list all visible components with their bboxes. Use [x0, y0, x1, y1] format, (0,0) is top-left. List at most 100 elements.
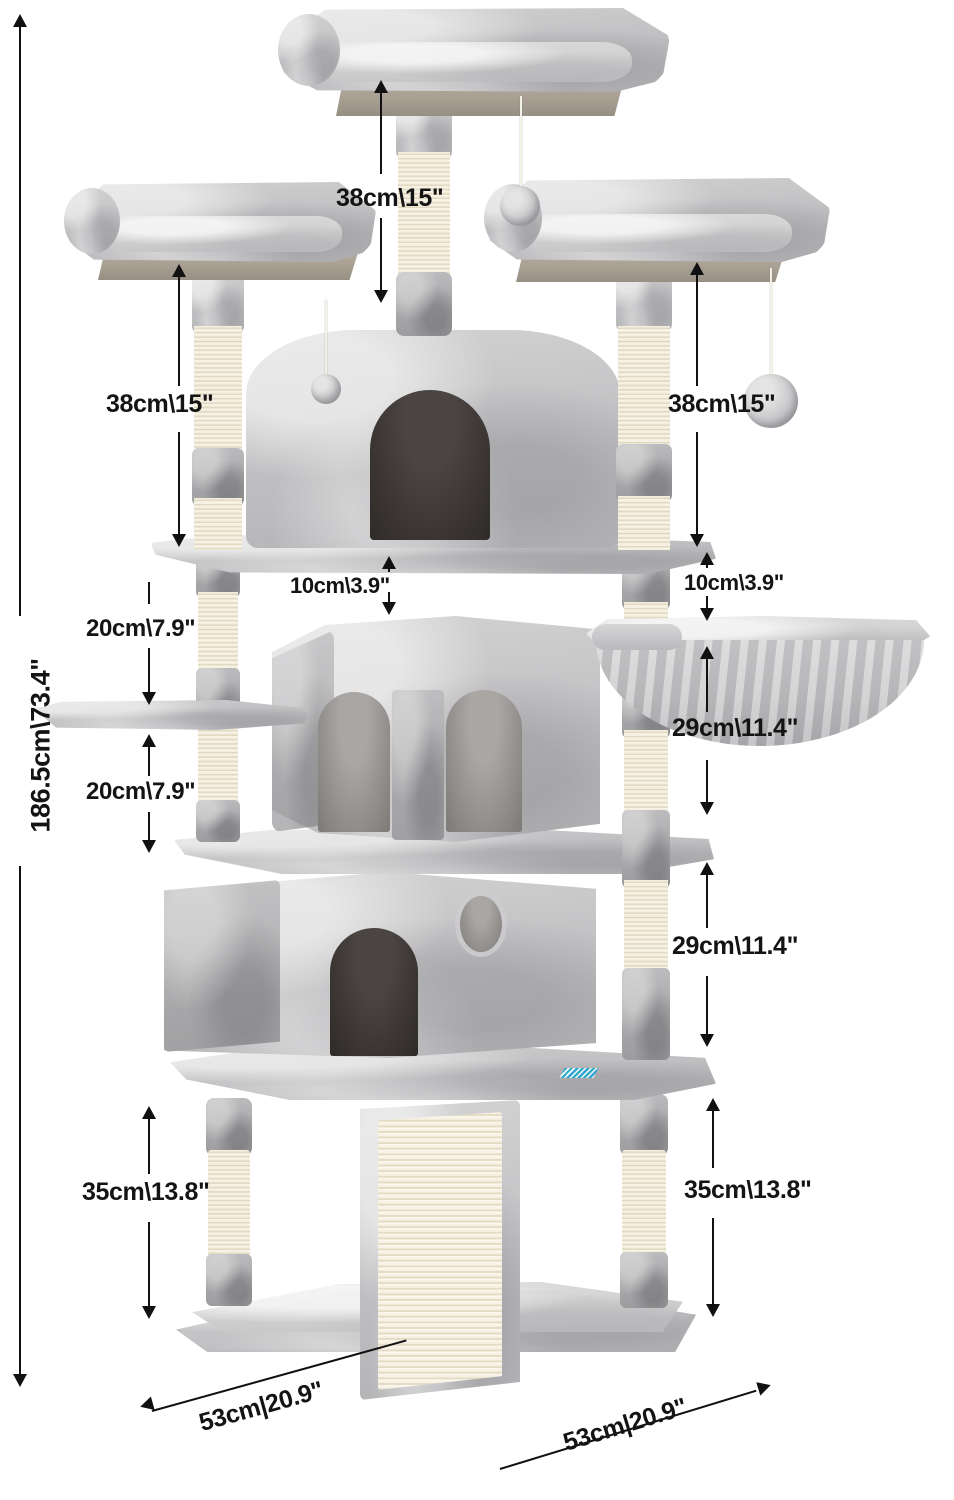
- base-post-left-line-upper: [148, 1118, 151, 1174]
- pompom-rope-top: [520, 96, 522, 190]
- total-height-arrow-top: [13, 14, 27, 27]
- left-perch-line-lower: [178, 432, 181, 536]
- hammock-height-label: 29cm\11.4": [672, 714, 799, 742]
- shelf-lower-arrow-down: [142, 840, 156, 853]
- mid-post-right-sleeve-low: [622, 968, 670, 1060]
- platform-left-line-bottom: [388, 592, 391, 604]
- base-post-left-line-lower: [148, 1222, 151, 1308]
- top-perch-line-lower: [380, 218, 383, 292]
- product-label-tag: [559, 1068, 599, 1078]
- base-post-right-arrow-down: [706, 1304, 720, 1317]
- platform-thickness-right-label: 10cm\3.9": [684, 570, 784, 595]
- upper-condo-doorway: [370, 390, 490, 540]
- base-width-left-label: 53cm|20.9": [196, 1375, 327, 1437]
- upper-post-left-sisal: [194, 326, 242, 456]
- right-perch-height-label: 38cm\15": [668, 390, 776, 418]
- hammock-arrow-up: [700, 646, 714, 659]
- base-post-right-label: 35cm\13.8": [684, 1176, 812, 1204]
- base-post-right-line-upper: [712, 1110, 715, 1168]
- total-height-label: 186.5cm\73.4": [25, 658, 56, 833]
- platform-right-line-top: [706, 560, 709, 568]
- top-perch-line-upper: [380, 92, 383, 174]
- shelf-lower-line-top: [148, 746, 151, 776]
- shelf-upper-line-mid: [148, 648, 151, 696]
- mid-post-right-sleeve-bottom: [622, 810, 670, 888]
- top-center-post-sisal: [398, 152, 450, 280]
- shelf-lower-arrow-up: [142, 734, 156, 747]
- mid-post-left-sisal-upper: [198, 592, 238, 674]
- total-height-line-upper: [19, 26, 22, 616]
- left-perch-line-upper: [178, 276, 181, 386]
- right-perch-line-upper: [696, 274, 699, 386]
- side-shelf-lower-label: 20cm\7.9": [86, 778, 196, 805]
- platform-left-arrow-down: [382, 602, 396, 615]
- hammock-line-lower: [706, 760, 709, 804]
- base-post-right-line-lower: [712, 1218, 715, 1306]
- platform-left-line-top: [388, 562, 391, 572]
- base-post-left-arrow-up: [142, 1106, 156, 1119]
- base-post-left-top-sleeve: [206, 1098, 252, 1156]
- top-perch-arrow-down: [374, 290, 388, 303]
- base-post-right-sisal: [622, 1150, 666, 1260]
- left-perch-arrow-up: [172, 264, 186, 277]
- total-height-line-lower: [19, 866, 22, 1376]
- base-post-left-sisal: [208, 1150, 250, 1262]
- base-post-left-bottom-sleeve: [206, 1254, 252, 1306]
- shelf-upper-line-top: [148, 582, 151, 604]
- hammock-arrow-down: [700, 802, 714, 815]
- left-perch-side-bump: [64, 188, 120, 254]
- center-sisal-scratch-board: [378, 1112, 502, 1390]
- base-post-left-label: 35cm\13.8": [82, 1178, 210, 1206]
- middle-condo-center-pillar: [392, 690, 444, 840]
- middle-condo-doorway-right: [446, 690, 522, 832]
- pompom-rope-left: [325, 300, 327, 378]
- upper-post-right-sleeve-low: [616, 444, 672, 502]
- upper-post-right-sisal-low: [618, 496, 670, 550]
- base-post-right-top-sleeve: [620, 1094, 668, 1156]
- mid-post-left-sleeve-bottom: [196, 800, 240, 842]
- top-perch-arrow-up: [374, 80, 388, 93]
- condo-line-upper: [706, 874, 709, 928]
- base-post-right-bottom-sleeve: [620, 1252, 668, 1308]
- condo-arrow-up: [700, 862, 714, 875]
- right-perch-arrow-down: [690, 534, 704, 547]
- base-post-right-arrow-up: [706, 1098, 720, 1111]
- lower-condo-doorway: [330, 928, 418, 1056]
- hammock-support-arm: [592, 624, 682, 650]
- mid-post-right-sisal-base: [624, 880, 668, 976]
- lower-condo-left-face: [164, 880, 280, 1052]
- mid-post-right-sisal-lower: [624, 730, 668, 818]
- base-width-right-label: 53cm|20.9": [560, 1392, 691, 1457]
- top-perch-inner-cushion: [320, 42, 632, 82]
- total-height-arrow-bottom: [13, 1374, 27, 1387]
- pompom-rope-right: [770, 268, 772, 378]
- dangling-pompom-toy-left: [311, 374, 341, 404]
- dangling-pompom-toy-top: [500, 186, 540, 226]
- hammock-line-upper: [706, 658, 709, 712]
- platform-right-arrow-down: [700, 608, 714, 621]
- left-perch-inner-cushion: [102, 216, 342, 252]
- upper-post-right-sisal: [618, 326, 670, 452]
- right-perch-line-lower: [696, 432, 699, 536]
- platform-thickness-left-label: 10cm\3.9": [290, 573, 390, 598]
- left-perch-arrow-down: [172, 534, 186, 547]
- condo-line-lower: [706, 976, 709, 1036]
- right-perch-arrow-up: [690, 262, 704, 275]
- left-perch-height-label: 38cm\15": [106, 390, 214, 418]
- mid-post-left-sisal-lower: [198, 724, 238, 808]
- base-post-left-arrow-down: [142, 1306, 156, 1319]
- condo-height-label: 29cm\11.4": [672, 932, 799, 960]
- upper-post-left-sleeve-low: [192, 448, 244, 506]
- shelf-upper-arrow-down: [142, 692, 156, 705]
- platform-right-line-bottom: [706, 596, 709, 610]
- right-perch-inner-cushion: [522, 214, 792, 252]
- side-shelf-upper-label: 20cm\7.9": [86, 615, 196, 642]
- lower-condo-peephole: [460, 896, 502, 952]
- base-width-right-arrow: [756, 1378, 773, 1396]
- top-perch-height-label: 38cm\15": [336, 184, 444, 212]
- left-side-shelf: [34, 700, 310, 730]
- shelf-lower-line-bottom: [148, 812, 151, 842]
- top-center-post-sleeve-low: [396, 272, 452, 336]
- upper-post-left-sisal-low: [194, 498, 242, 550]
